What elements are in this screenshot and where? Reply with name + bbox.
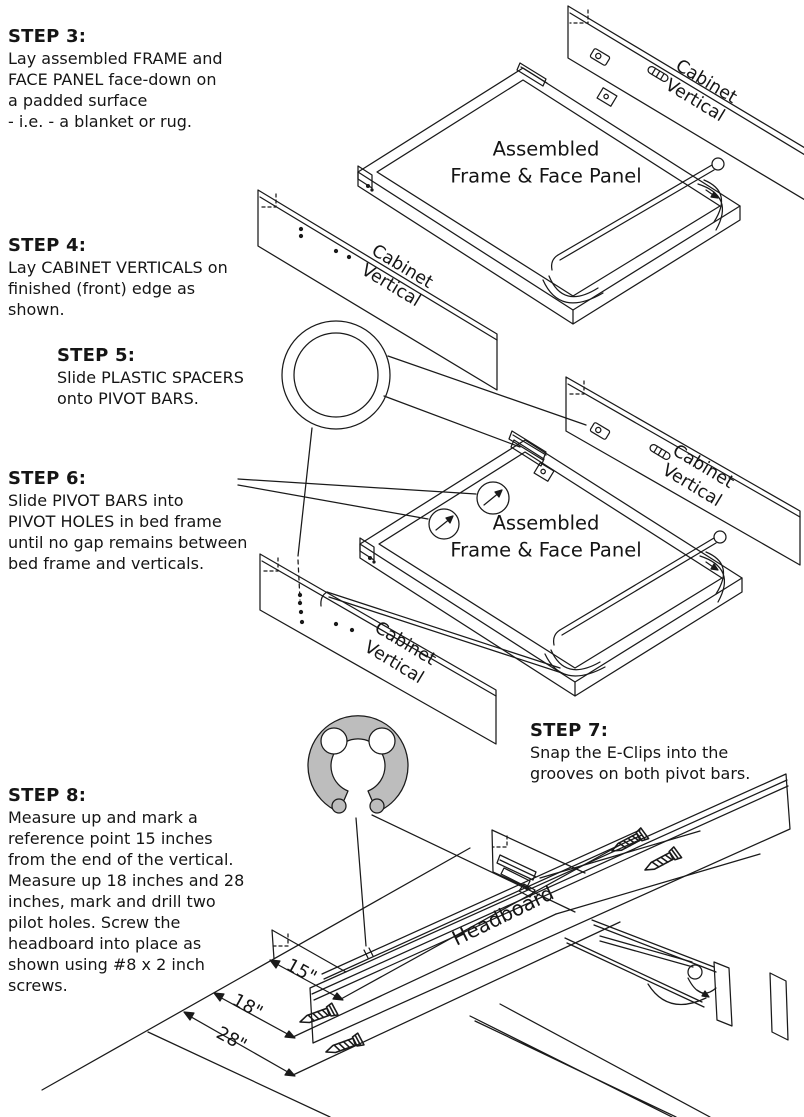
top-diagram-cabinet-vertical-right — [567, 5, 804, 201]
bottom-diagram — [41, 773, 791, 1117]
assembled-frame-label: Assembled Frame & Face Panel — [450, 511, 642, 562]
step-7: STEP 7: Snap the E-Clips into the groove… — [530, 720, 800, 784]
assembled-frame-label: Assembled Frame & Face Panel — [450, 137, 642, 188]
middle-diagram-cabinet-vertical-right — [565, 376, 801, 566]
step-8-body: Measure up and mark a reference point 15… — [8, 808, 245, 995]
plastic-spacer-icon — [281, 320, 587, 625]
step-5-body: Slide PLASTIC SPACERS onto PIVOT BARS. — [57, 368, 244, 408]
step-3-body: Lay assembled FRAME and FACE PANEL face-… — [8, 49, 223, 131]
step-7-title: STEP 7: — [530, 720, 609, 741]
step-4-title: STEP 4: — [8, 235, 87, 256]
step-6-title: STEP 6: — [8, 468, 87, 489]
step-4-body: Lay CABINET VERTICALS on finished (front… — [8, 258, 228, 319]
top-diagram-frame — [357, 62, 741, 325]
step-7-body: Snap the E-Clips into the grooves on bot… — [530, 743, 751, 783]
step-5: STEP 5: Slide PLASTIC SPACERS onto PIVOT… — [57, 345, 327, 409]
step6-pointer-lines — [237, 478, 477, 520]
step-6-body: Slide PIVOT BARS into PIVOT HOLES in bed… — [8, 491, 248, 573]
step-6: STEP 6: Slide PIVOT BARS into PIVOT HOLE… — [8, 468, 278, 574]
step-3: STEP 3: Lay assembled FRAME and FACE PAN… — [8, 26, 278, 132]
top-diagram-cabinet-vertical-left — [257, 189, 498, 391]
step-8: STEP 8: Measure up and mark a reference … — [8, 785, 278, 996]
step-8-title: STEP 8: — [8, 785, 87, 806]
middle-diagram-cabinet-vertical-left — [259, 553, 497, 745]
middle-diagram-frame — [320, 430, 743, 697]
step-5-title: STEP 5: — [57, 345, 136, 366]
e-clip-icon — [307, 715, 576, 947]
step-4: STEP 4: Lay CABINET VERTICALS on finishe… — [8, 235, 278, 320]
step-3-title: STEP 3: — [8, 26, 87, 47]
